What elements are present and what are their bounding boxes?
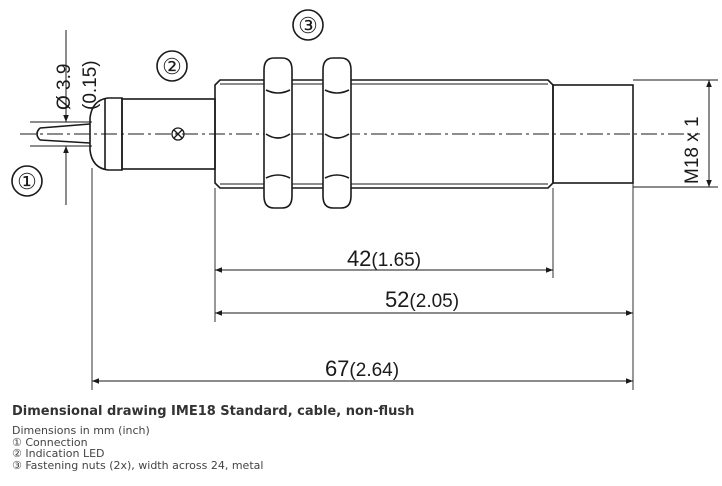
callout-3 [292,9,324,41]
led-indicator-symbol [171,127,185,141]
caption-line-nuts: ③ Fastening nuts (2x), width across 24, … [12,458,264,472]
callout-2 [156,50,188,82]
extension-lines [30,79,718,390]
diameter-label: Ø 3.9 [54,64,75,110]
sensing-face [552,84,634,184]
callout-2-label: ② [162,54,182,79]
fastening-nut [322,57,352,209]
caption-line-led: ② Indication LED [12,447,105,460]
callout-3-label: ③ [298,13,318,38]
callout-1 [11,165,43,197]
thread-label: M18 x 1 [682,116,703,184]
fastening-nut [263,57,293,209]
dimension-42-label: 42(1.65) [347,246,421,271]
caption-line-connection: ① Connection [12,435,88,449]
caption: Dimensional drawing IME18 Standard, cabl… [12,404,712,471]
diameter-label-inch: (0.15) [80,60,101,110]
callout-1-label: ① [17,169,37,194]
dimension-67-label: 67(2.64) [325,356,399,381]
dimension-52-label: 52(2.05) [385,287,459,312]
caption-title: Dimensional drawing IME18 Standard, cabl… [12,404,415,419]
caption-line-units: Dimensions in mm (inch) [12,424,150,437]
cable [36,97,123,171]
dimensional-drawing: ① ② ③ Ø 3.9 (0.15) M18 x 1 42(1.65) 52(2… [11,9,718,390]
